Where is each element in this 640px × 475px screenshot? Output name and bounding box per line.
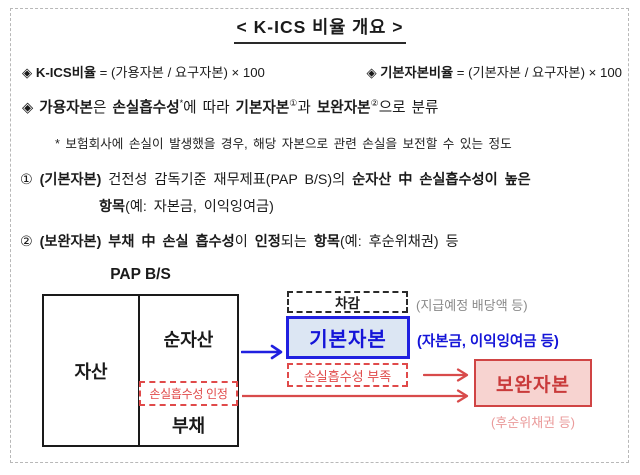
red-right-arrow-icon <box>423 368 469 382</box>
basic-capital-item-line2: 항목(예: 자본금, 이익잉여금) <box>99 199 274 215</box>
blue-right-arrow-icon <box>241 344 283 360</box>
net-assets-cell: 순자산 <box>163 329 214 350</box>
balance-sheet-title: PAP B/S <box>110 266 171 283</box>
loss-absorbency-insufficient-box: 손실흡수성 부족 <box>287 363 408 387</box>
deduction-box: 차감 <box>287 291 408 313</box>
liabilities-cell: 부채 <box>171 416 206 436</box>
assets-cell: 자산 <box>44 296 140 445</box>
deduction-note: (지급예정 배당액 등) <box>416 298 528 313</box>
balance-sheet-box: 자산 순자산 손실흡수성 인정 부채 <box>42 294 239 447</box>
basic-capital-item-line1: ① (기본자본) 건전성 감독기준 재무제표(PAP B/S)의 순자산 中 손… <box>20 172 531 188</box>
document-border <box>10 8 629 463</box>
red-long-arrow-icon <box>242 389 469 403</box>
loss-absorbency-footnote: * 보험회사에 손실이 발생했을 경우, 해당 자본으로 관련 손실을 보전할 … <box>55 137 512 151</box>
supplementary-capital-box: 보완자본 <box>474 359 592 407</box>
balance-sheet-right-column: 순자산 손실흡수성 인정 부채 <box>139 296 238 445</box>
page-title: < K-ICS 비율 개요 > <box>233 14 407 44</box>
title-row: < K-ICS 비율 개요 > <box>0 14 640 44</box>
kics-ratio-formula: ◈ K-ICS비율 = (가용자본 / 요구자본) × 100 <box>22 65 265 80</box>
basic-capital-note: (자본금, 이익잉여금 등) <box>417 334 559 350</box>
loss-absorbency-recognized-box: 손실흡수성 인정 <box>139 381 238 406</box>
supplementary-capital-item-line: ② (보완자본) 부채 中 손실 흡수성이 인정되는 항목(예: 후순위채권) … <box>20 234 459 250</box>
basic-capital-ratio-formula: ◈ 기본자본비율 = (기본자본 / 요구자본) × 100 <box>366 65 622 80</box>
supplementary-capital-note: (후순위채권 등) <box>490 415 576 430</box>
available-capital-classification-line: ◈ 가용자본은 손실흡수성*에 따라 기본자본①과 보완자본②으로 분류 <box>22 98 439 116</box>
basic-capital-box: 기본자본 <box>286 316 410 359</box>
formula-row: ◈ K-ICS비율 = (가용자본 / 요구자본) × 100 ◈ 기본자본비율… <box>22 62 622 81</box>
